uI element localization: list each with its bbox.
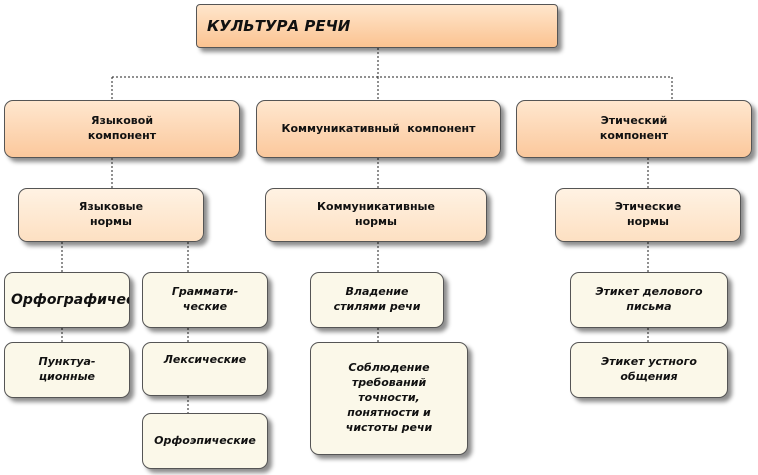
communicative-norms-label: Коммуникативные нормы	[317, 200, 435, 228]
language-component-label: Языковой компонент	[87, 114, 157, 142]
speech-requirements-box: Соблюдение требований точности, понятнос…	[310, 342, 468, 455]
speech-requirements-label: Соблюдение требований точности, понятнос…	[345, 361, 433, 434]
lexical-norms-box: Лексические	[142, 342, 268, 396]
communicative-component-label: Коммуникативный компонент	[281, 121, 476, 135]
ethical-norms-box: Этические нормы	[555, 188, 741, 242]
communicative-component-box: Коммуникативный компонент	[256, 100, 501, 158]
communicative-norms-box: Коммуникативные нормы	[265, 188, 487, 242]
diagram-title: КУЛЬТУРА РЕЧИ	[196, 4, 558, 48]
written-etiquette-box: Этикет делового письма	[570, 272, 728, 328]
speech-styles-box: Владение стилями речи	[310, 272, 444, 328]
language-component-box: Языковой компонент	[4, 100, 240, 158]
language-norms-box: Языковые нормы	[18, 188, 204, 242]
oral-etiquette-box: Этикет устного общения	[570, 342, 728, 398]
oral-etiquette-label: Этикет устного общения	[601, 355, 697, 383]
speech-styles-label: Владение стилями речи	[333, 285, 421, 313]
orthoepic-norms-box: Орфоэпические	[142, 413, 268, 469]
grammatical-norms-label: Граммати- ческие	[171, 285, 239, 313]
diagram-title-text: КУЛЬТУРА РЕЧИ	[207, 16, 351, 35]
grammatical-norms-box: Граммати- ческие	[142, 272, 268, 328]
orthoepic-norms-label: Орфоэпические	[154, 433, 256, 447]
lexical-norms-label: Лексические	[163, 353, 247, 366]
ethical-norms-label: Этические нормы	[614, 200, 682, 228]
ethical-component-label: Этический компонент	[599, 114, 669, 142]
language-norms-label: Языковые нормы	[78, 200, 144, 228]
ethical-component-box: Этический компонент	[516, 100, 752, 158]
orthographic-norms-label: Орфографичес	[11, 291, 130, 308]
orthographic-norms-box: Орфографичес	[4, 272, 130, 328]
punctuation-norms-box: Пунктуа- ционные	[4, 342, 130, 398]
written-etiquette-label: Этикет делового письма	[595, 285, 703, 313]
punctuation-norms-label: Пунктуа- ционные	[38, 355, 96, 383]
